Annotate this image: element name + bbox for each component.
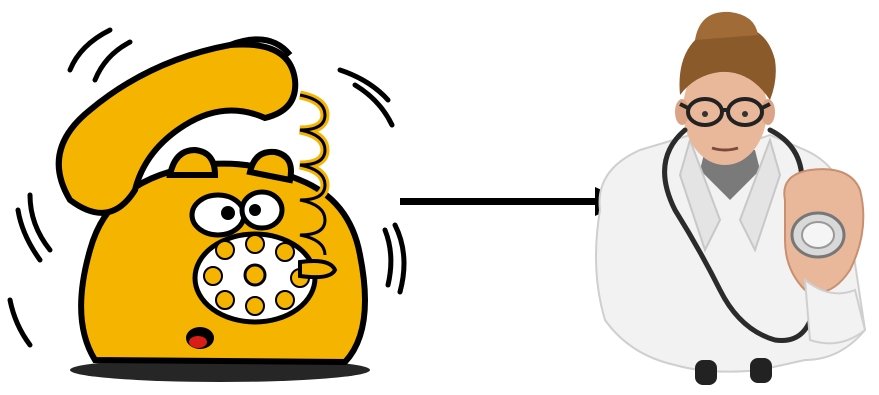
doctor-illustration <box>580 0 879 395</box>
ringing-cartoon-telephone-icon <box>0 0 420 395</box>
doctor-with-stethoscope-icon <box>580 0 879 395</box>
ringing-telephone-illustration <box>0 0 420 395</box>
